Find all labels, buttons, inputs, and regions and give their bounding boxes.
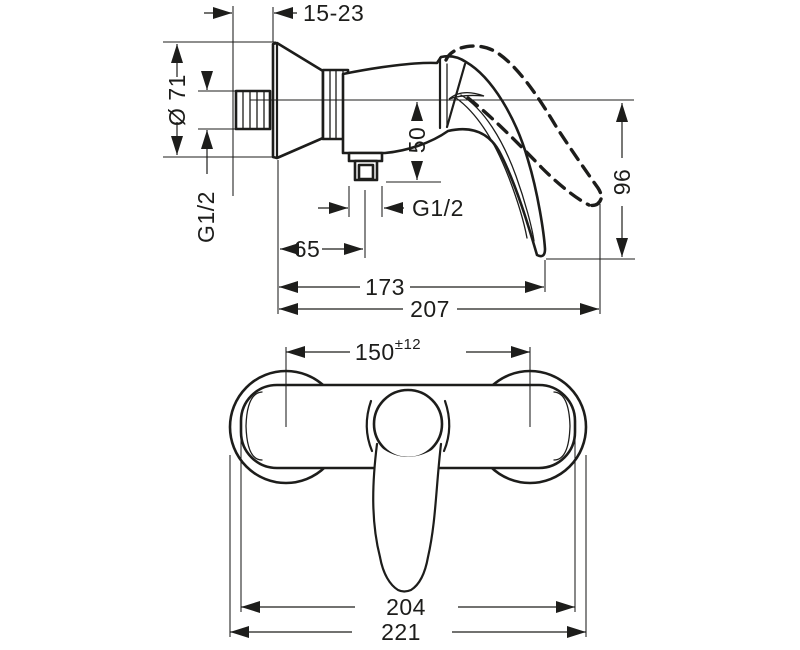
- dim-wall-distance-label: 15-23: [303, 0, 364, 26]
- handle-raised-position-dashed: [444, 44, 603, 208]
- dim-handle-swing-height: 96: [546, 103, 635, 260]
- dim-inlet-thread-label: G1/2: [193, 191, 219, 243]
- grip-lens-detail: [448, 92, 485, 100]
- inlet-thread-pipe: [234, 89, 272, 131]
- dim-overall-width-label: 221: [381, 619, 421, 645]
- dim-connection-distance: 150±12: [285, 336, 531, 427]
- dim-outlet-height: 50: [386, 102, 441, 183]
- lever-front-edge: [445, 62, 467, 129]
- handle-base-front: [372, 388, 444, 460]
- dashed-handle-tip: [587, 197, 603, 208]
- dim-outlet-center-depth-label: 65: [294, 236, 321, 262]
- escutcheon: [271, 41, 325, 160]
- dashed-handle-top: [444, 44, 603, 201]
- handle-collar-arc-right: [442, 399, 451, 453]
- dim-escutcheon-diameter-label: Ø 71: [164, 74, 190, 126]
- dim-body-width-label: 204: [386, 594, 426, 620]
- dim-overall-width: 221: [229, 455, 587, 645]
- outlet-thread-square: [357, 163, 375, 181]
- dim-outlet-thread: G1/2: [318, 186, 464, 221]
- escutcheon-cone: [271, 41, 325, 160]
- dim-outlet-center-depth: 65: [280, 190, 366, 262]
- dim-handle-tip-depth-label: 173: [365, 274, 405, 300]
- dim-handle-swing-height-label: 96: [609, 169, 635, 196]
- dim-max-depth-label: 207: [410, 296, 450, 322]
- dim-escutcheon-diameter: Ø 71: [163, 41, 276, 158]
- dashed-handle-bottom: [466, 96, 591, 207]
- dim-body-width: 204: [240, 428, 576, 620]
- dim-outlet-height-label: 50: [404, 127, 430, 154]
- handle-collar-arc-left: [365, 399, 374, 453]
- lever-paddle-fill: [373, 444, 441, 592]
- outlet-connector: [347, 151, 384, 182]
- dim-inlet-thread: G1/2: [193, 71, 236, 243]
- dim-outlet-thread-label: G1/2: [412, 195, 464, 221]
- lever-paddle: [372, 442, 443, 593]
- handle-detail-line: [455, 97, 528, 239]
- handle-detail-line: [460, 94, 535, 242]
- thread-body: [234, 89, 272, 131]
- body-end-detail-left: [245, 391, 263, 461]
- connection-distance-value: 150: [355, 339, 395, 365]
- dim-max-depth: 207: [279, 204, 601, 322]
- dim-wall-distance: 15-23: [204, 0, 364, 196]
- body-end-detail-right: [553, 391, 571, 461]
- side-view: 15-23 Ø 71 G1/2 50: [163, 0, 635, 322]
- dim-connection-distance-label: 150±12: [355, 336, 421, 366]
- dim-handle-tip-depth: 173: [279, 260, 546, 300]
- connection-tolerance-value: ±12: [395, 336, 421, 353]
- front-view: 150±12 204 221: [228, 336, 588, 645]
